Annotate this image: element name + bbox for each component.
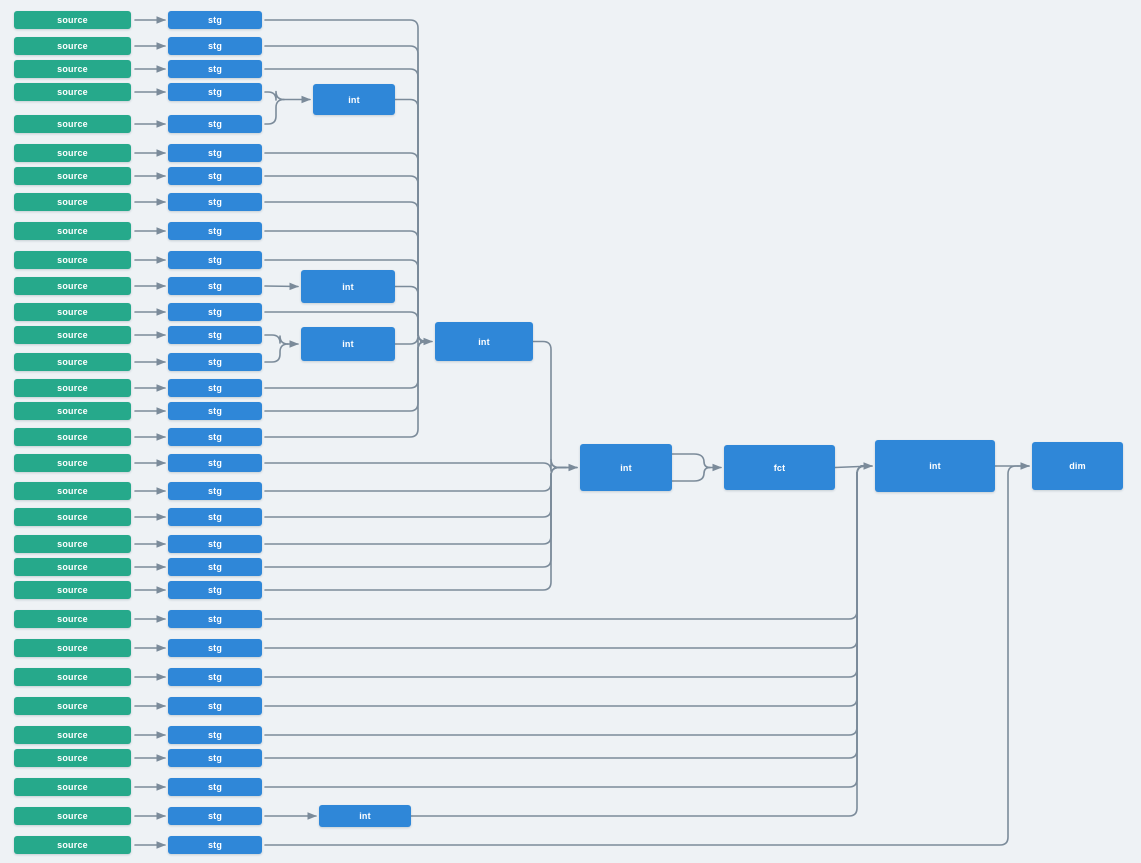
source-node[interactable]: source [14,508,131,526]
int-node[interactable]: int [319,805,411,827]
stg-node[interactable]: stg [168,303,262,321]
stg-node[interactable]: stg [168,454,262,472]
source-node[interactable]: source [14,610,131,628]
source-node[interactable]: source [14,37,131,55]
stg-node[interactable]: stg [168,428,262,446]
source-node[interactable]: source [14,251,131,269]
int-node[interactable]: int [301,327,395,361]
source-node[interactable]: source [14,303,131,321]
source-node[interactable]: source [14,83,131,101]
stg-node[interactable]: stg [168,535,262,553]
source-node[interactable]: source [14,379,131,397]
source-node[interactable]: source [14,60,131,78]
int-node[interactable]: int [313,84,395,115]
stg-node[interactable]: stg [168,83,262,101]
stg-node[interactable]: stg [168,115,262,133]
source-node[interactable]: source [14,11,131,29]
source-node[interactable]: source [14,778,131,796]
source-node[interactable]: source [14,581,131,599]
stg-node[interactable]: stg [168,144,262,162]
stg-node[interactable]: stg [168,326,262,344]
source-node[interactable]: source [14,193,131,211]
stg-node[interactable]: stg [168,558,262,576]
fct-node[interactable]: fct [724,445,835,490]
source-node[interactable]: source [14,222,131,240]
source-node[interactable]: source [14,668,131,686]
int-node[interactable]: int [301,270,395,303]
stg-node[interactable]: stg [168,60,262,78]
stg-node[interactable]: stg [168,610,262,628]
source-node[interactable]: source [14,726,131,744]
stg-node[interactable]: stg [168,836,262,854]
source-node[interactable]: source [14,482,131,500]
stg-node[interactable]: stg [168,222,262,240]
source-node[interactable]: source [14,326,131,344]
stg-node[interactable]: stg [168,807,262,825]
source-node[interactable]: source [14,115,131,133]
stg-node[interactable]: stg [168,277,262,295]
source-node[interactable]: source [14,697,131,715]
source-node[interactable]: source [14,639,131,657]
stg-node[interactable]: stg [168,167,262,185]
source-node[interactable]: source [14,558,131,576]
stg-node[interactable]: stg [168,37,262,55]
source-node[interactable]: source [14,535,131,553]
source-node[interactable]: source [14,428,131,446]
stg-node[interactable]: stg [168,193,262,211]
stg-node[interactable]: stg [168,778,262,796]
source-node[interactable]: source [14,836,131,854]
source-node[interactable]: source [14,807,131,825]
stg-node[interactable]: stg [168,668,262,686]
stg-node[interactable]: stg [168,508,262,526]
stg-node[interactable]: stg [168,11,262,29]
stg-node[interactable]: stg [168,697,262,715]
int-node[interactable]: int [580,444,672,491]
source-node[interactable]: source [14,144,131,162]
source-node[interactable]: source [14,167,131,185]
source-node[interactable]: source [14,749,131,767]
stg-node[interactable]: stg [168,581,262,599]
stg-node[interactable]: stg [168,379,262,397]
int-node[interactable]: int [435,322,533,361]
stg-node[interactable]: stg [168,482,262,500]
source-node[interactable]: source [14,277,131,295]
stg-node[interactable]: stg [168,402,262,420]
stg-node[interactable]: stg [168,353,262,371]
stg-node[interactable]: stg [168,749,262,767]
stg-node[interactable]: stg [168,639,262,657]
stg-node[interactable]: stg [168,726,262,744]
stg-node[interactable]: stg [168,251,262,269]
source-node[interactable]: source [14,454,131,472]
source-node[interactable]: source [14,353,131,371]
dim-node[interactable]: dim [1032,442,1123,490]
source-node[interactable]: source [14,402,131,420]
int-node[interactable]: int [875,440,995,492]
